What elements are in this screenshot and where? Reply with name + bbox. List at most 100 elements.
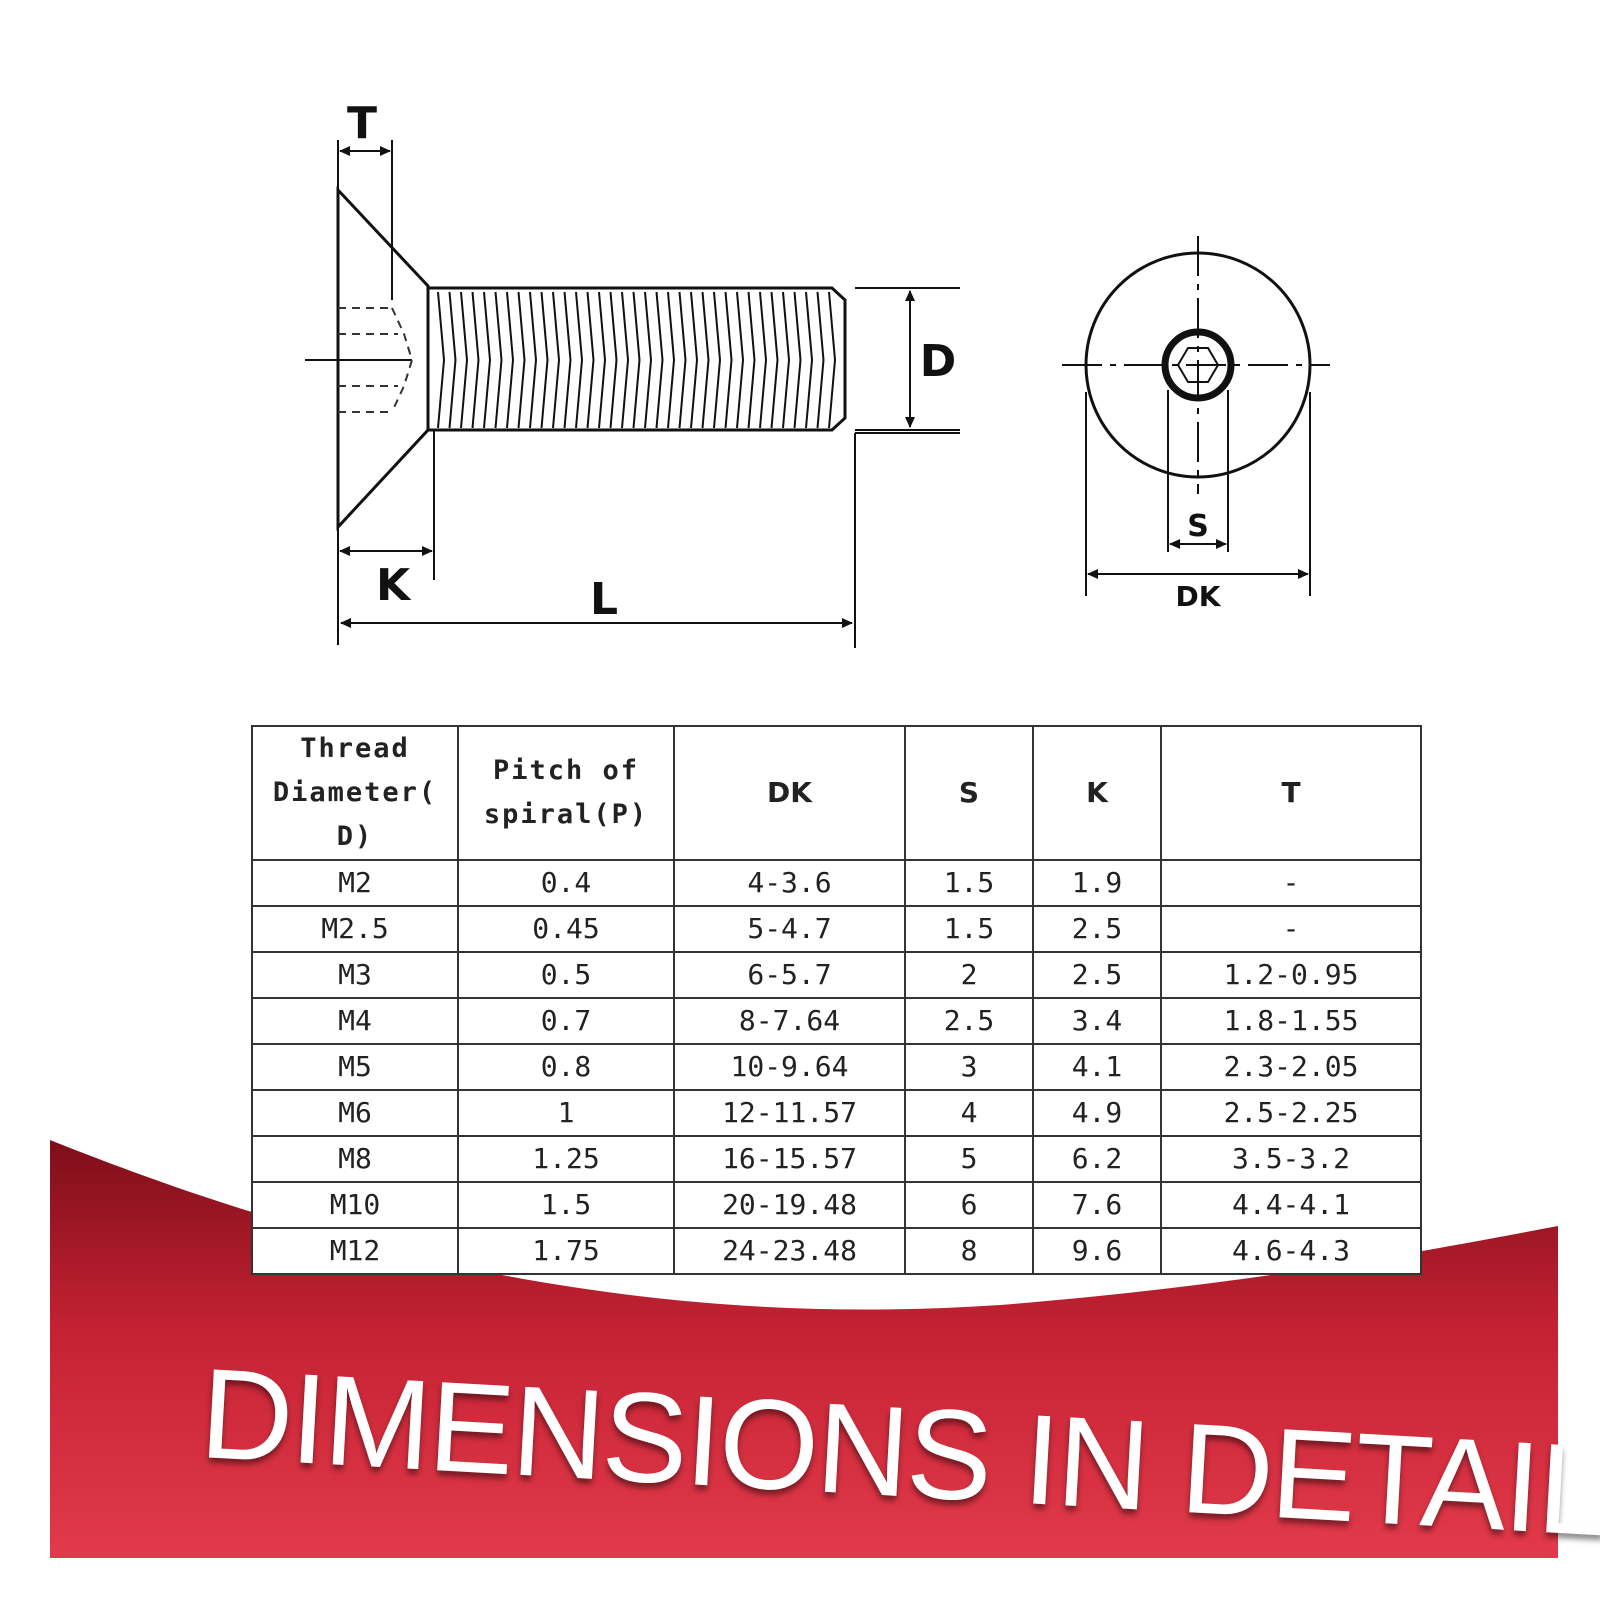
screw-side-view (305, 186, 847, 531)
dimension-s (1167, 390, 1229, 552)
cell-s: 2 (904, 951, 1034, 999)
thread-line (529, 291, 538, 429)
banner-background (50, 1140, 1558, 1558)
thread-line (678, 291, 687, 429)
cell-pitch: 0.7 (457, 997, 675, 1045)
thread-line (540, 291, 549, 429)
cell-t: 2.3-2.05 (1160, 1043, 1422, 1091)
thread-line (598, 291, 607, 429)
cell-s: 5 (904, 1135, 1034, 1183)
cell-pitch: 0.8 (457, 1043, 675, 1091)
cell-thread: M12 (251, 1227, 459, 1275)
cell-pitch: 1 (457, 1089, 675, 1137)
label-dk: DK (1176, 580, 1222, 613)
cell-dk: 16-15.57 (673, 1135, 906, 1183)
cell-thread: M10 (251, 1181, 459, 1229)
thread-line (437, 291, 446, 429)
thread-line (552, 291, 561, 429)
cell-thread: M2 (251, 859, 459, 907)
cell-k: 9.6 (1032, 1227, 1162, 1275)
label-k: K (376, 560, 412, 611)
cell-s: 8 (904, 1227, 1034, 1275)
cell-s: 6 (904, 1181, 1034, 1229)
thread-line (724, 291, 733, 429)
thread-line (667, 291, 676, 429)
screw-shank (428, 286, 847, 432)
table-header-row: Thread Diameter( D) Pitch of spiral(P) D… (251, 725, 1422, 861)
header-s: S (904, 725, 1034, 861)
thread-line (460, 291, 469, 429)
cell-pitch: 1.75 (457, 1227, 675, 1275)
thread-line (805, 291, 814, 429)
thread-line (644, 291, 653, 429)
label-s: S (1187, 509, 1209, 544)
cell-t: - (1160, 859, 1422, 907)
cell-k: 4.9 (1032, 1089, 1162, 1137)
dimension-k (337, 430, 435, 645)
cell-s: 4 (904, 1089, 1034, 1137)
thread-line (770, 291, 779, 429)
header-t: T (1160, 725, 1422, 861)
label-d: D (920, 336, 957, 387)
cell-t: - (1160, 905, 1422, 953)
cell-k: 3.4 (1032, 997, 1162, 1045)
cell-k: 6.2 (1032, 1135, 1162, 1183)
cell-t: 4.4-4.1 (1160, 1181, 1422, 1229)
cell-thread: M3 (251, 951, 459, 999)
thread-line (736, 291, 745, 429)
cell-t: 4.6-4.3 (1160, 1227, 1422, 1275)
dimension-dk (1085, 392, 1311, 596)
thread-line (494, 291, 503, 429)
cell-dk: 4-3.6 (673, 859, 906, 907)
cell-k: 7.6 (1032, 1181, 1162, 1229)
cell-dk: 12-11.57 (673, 1089, 906, 1137)
cell-t: 1.8-1.55 (1160, 997, 1422, 1045)
dimension-t (337, 140, 393, 300)
cell-s: 1.5 (904, 859, 1034, 907)
spec-table: Thread Diameter( D) Pitch of spiral(P) D… (251, 725, 1422, 1275)
thread-line (563, 291, 572, 429)
cell-s: 2.5 (904, 997, 1034, 1045)
cell-t: 2.5-2.25 (1160, 1089, 1422, 1137)
dimension-l (340, 432, 960, 648)
thread-line (655, 291, 664, 429)
cell-dk: 5-4.7 (673, 905, 906, 953)
thread-line (782, 291, 791, 429)
cell-dk: 24-23.48 (673, 1227, 906, 1275)
cell-t: 1.2-0.95 (1160, 951, 1422, 999)
cell-k: 2.5 (1032, 951, 1162, 999)
thread-line (483, 291, 492, 429)
cell-thread: M4 (251, 997, 459, 1045)
cell-dk: 10-9.64 (673, 1043, 906, 1091)
thread-line (586, 291, 595, 429)
screw-head (336, 186, 430, 531)
cell-pitch: 1.5 (457, 1181, 675, 1229)
thread-line (759, 291, 768, 429)
cell-thread: M5 (251, 1043, 459, 1091)
thread-line (517, 291, 526, 429)
cell-dk: 6-5.7 (673, 951, 906, 999)
thread-line (471, 291, 480, 429)
screw-top-view (1062, 236, 1330, 494)
header-pitch: Pitch of spiral(P) (457, 725, 675, 861)
cell-thread: M8 (251, 1135, 459, 1183)
cell-s: 3 (904, 1043, 1034, 1091)
cell-thread: M2.5 (251, 905, 459, 953)
thread-line (448, 291, 457, 429)
cell-pitch: 0.45 (457, 905, 675, 953)
label-t: T (347, 98, 377, 149)
cell-k: 4.1 (1032, 1043, 1162, 1091)
thread-line (828, 291, 837, 429)
cell-dk: 8-7.64 (673, 997, 906, 1045)
thread-lines (437, 291, 837, 429)
hidden-socket-lines (338, 307, 414, 413)
header-thread-diameter: Thread Diameter( D) (251, 725, 459, 861)
cell-pitch: 0.4 (457, 859, 675, 907)
cell-thread: M6 (251, 1089, 459, 1137)
